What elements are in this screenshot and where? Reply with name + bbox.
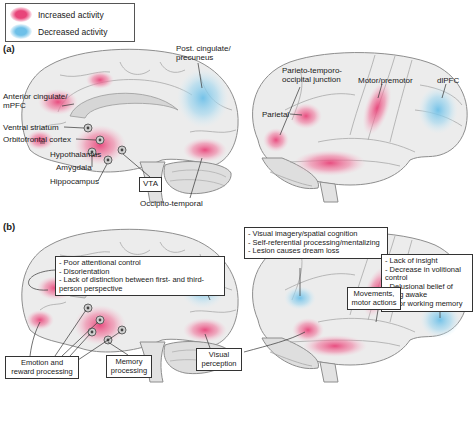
panel-letter: (b) [3, 222, 15, 231]
box-text: - Lesion causes dream loss [248, 247, 384, 256]
region-label: Parietal [262, 110, 289, 119]
activity-blobs-part [26, 310, 54, 330]
leader-lines-part [300, 268, 301, 296]
region-label: dlPFC [437, 76, 459, 85]
leader-lines-part [62, 322, 98, 356]
box-text: Emotion and reward processing [9, 359, 75, 376]
box-text: Memory processing [110, 358, 148, 375]
leader-lines [40, 63, 446, 198]
leader-lines-part [29, 270, 55, 290]
region-label: Orbitofrontal cortex [3, 135, 71, 144]
region-label: Hypothalamus [50, 150, 101, 159]
leader-lines-part [376, 310, 378, 322]
function-box: Visual perception [196, 348, 242, 371]
activity-blobs-part [86, 71, 114, 89]
legend-box: Increased activityDecreased activity [5, 3, 135, 42]
leader-lines-part [198, 63, 202, 88]
box-text: Movements, motor actions [351, 290, 397, 307]
leader-lines-part [442, 84, 446, 98]
activity-blobs-part [294, 150, 366, 176]
activity-blobs-part [177, 68, 229, 128]
region-label: Hippocampus [50, 177, 99, 186]
leader-lines-part [76, 139, 96, 140]
activity-blobs-part [418, 86, 458, 134]
panel-letter: (a) [3, 44, 15, 53]
function-box: Emotion and reward processing [5, 356, 79, 379]
leader-lines-part [30, 322, 40, 356]
box-text: - Decrease in volitional control [385, 266, 469, 283]
activity-blobs-part [263, 128, 289, 152]
leader-lines-part [98, 164, 107, 181]
box-text: Visual perception [200, 351, 238, 368]
leader-lines-part [55, 310, 86, 356]
region-label: Anterior cingulate/ mPFC [3, 92, 79, 110]
leader-lines-part [70, 334, 90, 356]
legend-text: Decreased activity [38, 24, 107, 40]
legend-swatch [10, 24, 32, 39]
activity-blobs-part [357, 78, 397, 139]
activity-blobs-part [183, 318, 227, 342]
function-box: - Visual imagery/spatial cognition- Self… [244, 227, 388, 259]
box-text: - Poor attentional control [59, 259, 221, 268]
legend-swatch [10, 7, 32, 22]
activity-blobs-part [303, 335, 367, 357]
legend-text: Increased activity [38, 7, 104, 23]
box-text: VTA [143, 180, 158, 189]
subcortical-nuclei [84, 304, 126, 344]
leader-lines [29, 268, 440, 360]
box-text: - Lack of distinction between first- and… [59, 276, 221, 293]
function-box: Memory processing [106, 355, 152, 378]
function-box: - Poor attentional control- Disorientati… [55, 256, 225, 296]
activity-blobs-part [74, 125, 126, 165]
leader-lines-part [108, 342, 128, 355]
lateral-brain [253, 53, 468, 202]
leader-lines-part [378, 84, 382, 98]
activity-blobs-part [290, 103, 322, 129]
region-label: Parieto-temporo-occipital junction [282, 66, 356, 84]
leader-lines-part [205, 334, 210, 348]
activity-blobs-part [183, 138, 227, 162]
box-text: - Lack of insight [385, 257, 469, 266]
region-label: Motor/premotor [358, 76, 413, 85]
leader-lines-part [123, 154, 150, 177]
leader-lines-part [244, 332, 305, 352]
region-label: Occipito-temporal [140, 199, 203, 208]
leader-lines-part [62, 104, 74, 106]
leader-lines-part [190, 158, 202, 198]
region-box: VTA [139, 177, 162, 192]
region-label: Ventral striatum [3, 123, 59, 132]
box-text: - Disorientation [59, 268, 221, 277]
activity-blobs-part [74, 305, 126, 345]
region-label: Post. cingulate/ precuneus [176, 44, 246, 62]
activity-blobs [26, 68, 458, 176]
region-label: Amygdala [56, 163, 92, 172]
panel-a-brains [22, 49, 467, 202]
leader-lines-part [290, 114, 302, 115]
function-box: Movements, motor actions [347, 287, 401, 310]
box-text: - Self-referential processing/mentalizin… [248, 239, 384, 248]
box-text: - Visual imagery/spatial cognition [248, 230, 384, 239]
leader-lines-part [64, 127, 84, 128]
